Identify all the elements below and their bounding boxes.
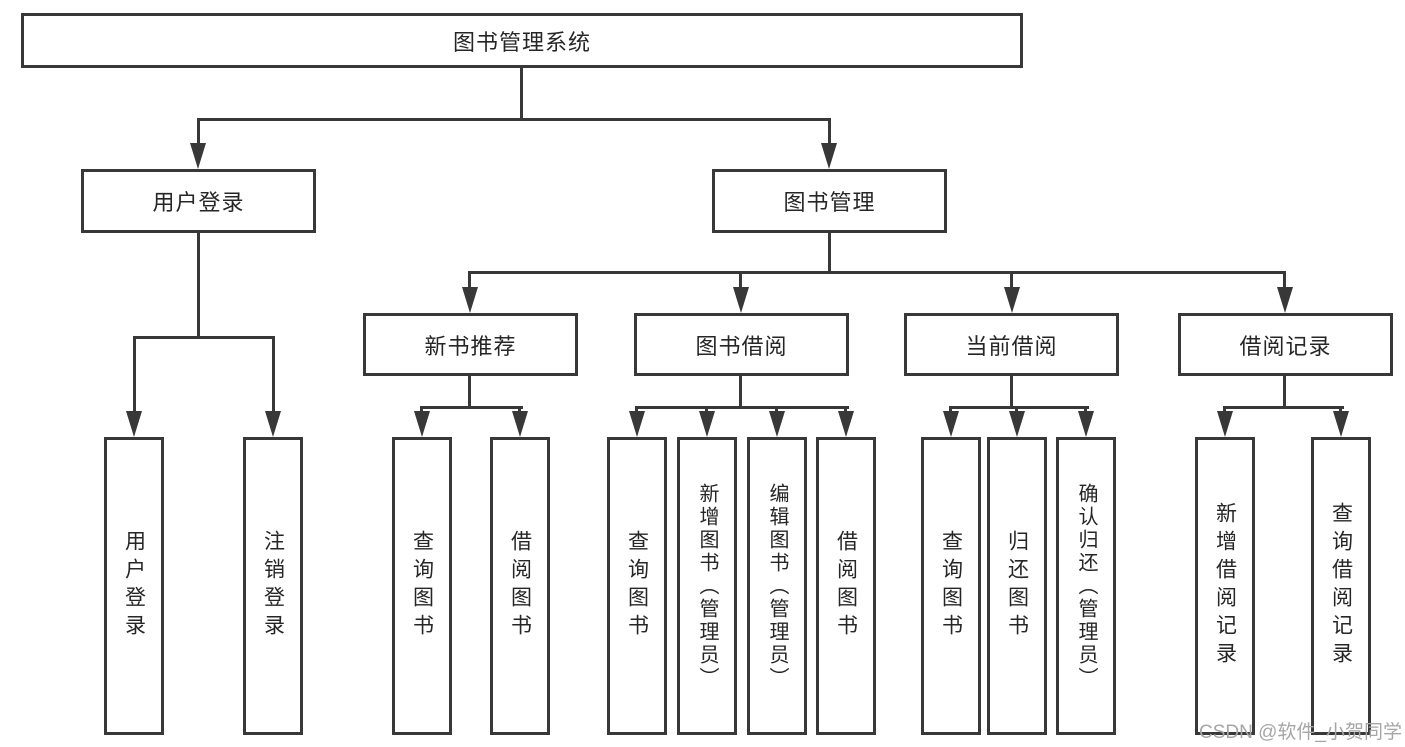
connector-bb-query-shaft xyxy=(635,406,638,415)
leaf-book-borrow-query: 查询图书 xyxy=(607,437,667,735)
connector-nb-query-shaft xyxy=(420,406,423,415)
leaf-new-books-query: 查询图书 xyxy=(392,437,452,735)
arrowhead-cb-query xyxy=(943,411,959,437)
connector-user-login-shaft xyxy=(197,118,200,146)
arrowhead-borrow-records xyxy=(1277,287,1293,313)
node-borrow-records: 借阅记录 xyxy=(1178,313,1393,376)
connector-bb-add-shaft xyxy=(705,406,708,415)
connector-new-books-shaft xyxy=(468,271,471,289)
connector-borrow-records-split xyxy=(1223,406,1344,409)
arrowhead-book-mgmt xyxy=(821,143,837,169)
leaf-book-borrow-add: 新增图书（管理员） xyxy=(677,437,737,735)
connector-level3-branch xyxy=(468,271,1286,274)
connector-borrow-records-trunk xyxy=(1283,376,1286,409)
connector-cb-return-shaft xyxy=(1015,406,1018,415)
connector-bb-edit-shaft xyxy=(775,406,778,415)
arrowhead-current-borrow xyxy=(1004,287,1020,313)
connector-br-add-shaft xyxy=(1223,406,1226,415)
arrowhead-nb-query xyxy=(414,411,430,437)
connector-root-trunk xyxy=(520,68,523,120)
connector-new-books-trunk xyxy=(468,376,471,409)
node-book-borrow: 图书借阅 xyxy=(634,313,849,376)
arrowhead-new-books xyxy=(462,287,478,313)
leaf-current-borrow-confirm: 确认归还（管理员） xyxy=(1056,437,1116,735)
arrowhead-cb-return xyxy=(1009,411,1025,437)
leaf-new-books-borrow: 借阅图书 xyxy=(490,437,550,735)
leaf-book-borrow-edit: 编辑图书（管理员） xyxy=(747,437,807,735)
arrowhead-user-login xyxy=(190,143,206,169)
connector-nb-borrow-shaft xyxy=(518,406,521,415)
connector-user-login-branch xyxy=(133,336,275,339)
arrowhead-book-borrow xyxy=(733,287,749,313)
leaf-user-login: 用户登录 xyxy=(104,437,164,735)
connector-cb-confirm-shaft xyxy=(1084,406,1087,415)
arrowhead-bb-borrow xyxy=(838,411,854,437)
arrowhead-br-query xyxy=(1333,411,1349,437)
node-user-login: 用户登录 xyxy=(81,169,316,233)
connector-cb-query-shaft xyxy=(949,406,952,415)
watermark-text: CSDN @软件_小贺同学 xyxy=(1199,722,1402,743)
arrowhead-leaf-logout xyxy=(265,411,281,437)
arrowhead-nb-borrow xyxy=(512,411,528,437)
node-book-mgmt: 图书管理 xyxy=(712,169,947,233)
connector-level2-branch xyxy=(197,118,831,121)
leaf-current-borrow-query: 查询图书 xyxy=(921,437,981,735)
connector-current-borrow-shaft xyxy=(1010,271,1013,289)
connector-book-mgmt-shaft xyxy=(828,118,831,146)
connector-user-login-trunk xyxy=(197,233,200,336)
arrowhead-bb-query xyxy=(629,411,645,437)
connector-borrow-records-shaft xyxy=(1283,271,1286,289)
connector-new-books-split xyxy=(420,406,523,409)
connector-book-borrow-shaft xyxy=(739,271,742,289)
arrowhead-br-add xyxy=(1217,411,1233,437)
arrowhead-leaf-user-login xyxy=(126,411,142,437)
leaf-borrow-records-add: 新增借阅记录 xyxy=(1195,437,1255,735)
leaf-current-borrow-return: 归还图书 xyxy=(987,437,1047,735)
connector-book-mgmt-trunk xyxy=(828,233,831,271)
connector-book-borrow-split xyxy=(635,406,849,409)
connector-book-borrow-trunk xyxy=(739,376,742,409)
connector-current-borrow-split xyxy=(949,406,1089,409)
arrowhead-bb-edit xyxy=(769,411,785,437)
node-root: 图书管理系统 xyxy=(21,13,1023,68)
node-current-borrow: 当前借阅 xyxy=(904,313,1119,376)
connector-bb-borrow-shaft xyxy=(844,406,847,415)
connector-leaf-user-login-shaft xyxy=(133,336,136,414)
arrowhead-cb-confirm xyxy=(1078,411,1094,437)
connector-leaf-logout-shaft xyxy=(272,336,275,414)
connector-current-borrow-trunk xyxy=(1010,376,1013,409)
leaf-borrow-records-query: 查询借阅记录 xyxy=(1311,437,1371,735)
leaf-logout: 注销登录 xyxy=(243,437,303,735)
connector-br-query-shaft xyxy=(1339,406,1342,415)
node-new-books: 新书推荐 xyxy=(363,313,578,376)
arrowhead-bb-add xyxy=(699,411,715,437)
leaf-book-borrow-borrow: 借阅图书 xyxy=(816,437,876,735)
